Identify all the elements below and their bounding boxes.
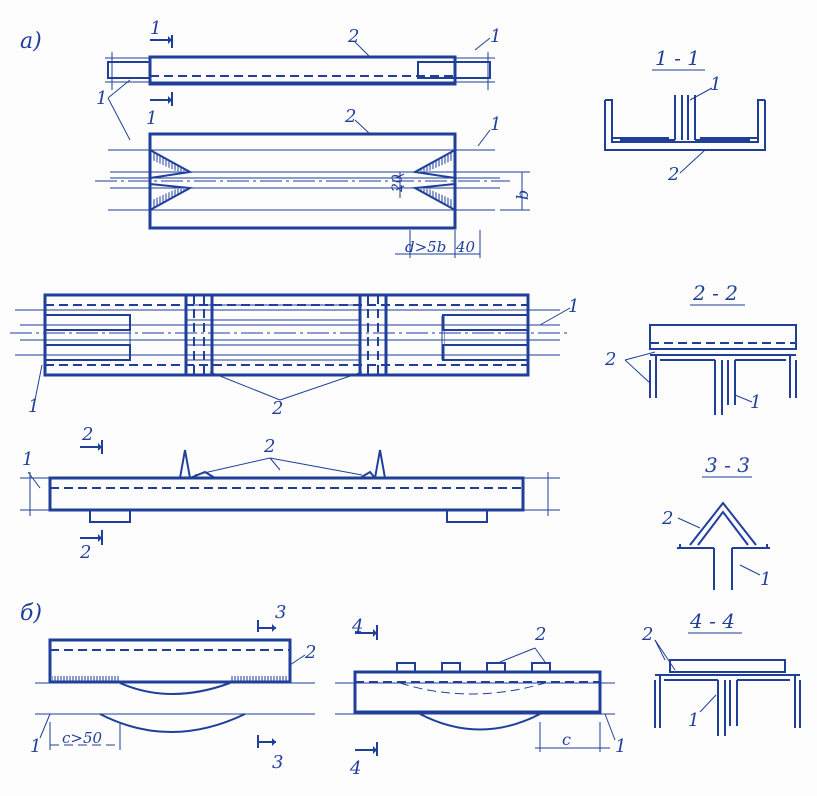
view-a4: 2 1 2 2 xyxy=(20,424,560,563)
section-3-3: 3 - 3 2 1 xyxy=(661,453,771,590)
section-mark-3-bottom: 3 xyxy=(272,752,283,773)
section-1-1: 1 - 1 1 2 xyxy=(604,46,766,185)
callout-2-s22: 2 xyxy=(604,349,616,370)
dim-40: 40 xyxy=(455,238,476,256)
callout-1-a1-left: 1 xyxy=(96,88,107,109)
dim-d-5b: d>5b xyxy=(405,238,446,256)
section-mark-4-top: 4 xyxy=(351,616,363,637)
callout-1-s22: 1 xyxy=(750,392,761,413)
callout-2-s11: 2 xyxy=(667,164,679,185)
view-a1: 1 1 2 1 1 xyxy=(96,18,501,141)
view-b2: 2 4 4 c 1 xyxy=(335,616,626,779)
dim-c: c xyxy=(562,730,571,749)
callout-2-s33: 2 xyxy=(661,508,673,529)
callout-2-s44: 2 xyxy=(641,624,653,645)
label-part-a: a) xyxy=(20,29,42,54)
section-mark-1-top: 1 xyxy=(150,18,161,39)
cover-plate-b2 xyxy=(353,670,602,714)
callout-2-a3: 2 xyxy=(271,398,283,419)
section-1-1-title: 1 - 1 xyxy=(655,46,700,70)
section-4-4-title: 4 - 4 xyxy=(689,609,735,633)
callout-1-a2: 1 xyxy=(490,114,501,135)
view-a3: 1 1 2 xyxy=(10,293,579,419)
callout-2-b2: 2 xyxy=(534,624,546,645)
callout-1-a4: 1 xyxy=(22,449,33,470)
cover-plate-a4 xyxy=(48,476,525,512)
section-mark-1-bottom: 1 xyxy=(146,108,157,129)
callout-2-a4: 2 xyxy=(263,436,275,457)
callout-1-s11: 1 xyxy=(710,74,721,95)
callout-1-a3: 1 xyxy=(568,296,579,317)
callout-1-s44: 1 xyxy=(688,710,699,731)
section-mark-2-top: 2 xyxy=(81,424,93,445)
long-cover-plate xyxy=(43,293,530,377)
callout-2-a2: 2 xyxy=(344,106,356,127)
dim-20: 20 xyxy=(390,174,406,193)
dim-c-50: c>50 xyxy=(62,729,103,747)
section-2-2-title: 2 - 2 xyxy=(692,281,738,305)
dim-b: b xyxy=(513,190,532,200)
callout-1-b1: 1 xyxy=(30,736,41,757)
callout-1-b2: 1 xyxy=(615,736,626,757)
cover-plate xyxy=(148,55,457,86)
callout-2-a1: 2 xyxy=(347,26,359,47)
section-3-3-title: 3 - 3 xyxy=(705,453,750,477)
section-2-2: 2 - 2 2 1 xyxy=(604,281,797,415)
section-mark-2-bottom: 2 xyxy=(79,542,91,563)
callout-1-s33: 1 xyxy=(760,569,771,590)
label-part-b: б) xyxy=(20,601,42,626)
callout-2-b1: 2 xyxy=(304,642,316,663)
section-4-4: 4 - 4 2 1 xyxy=(641,609,801,736)
view-b1: 3 3 2 1 c>50 xyxy=(30,602,316,773)
section-mark-4-bottom: 4 xyxy=(349,758,361,779)
view-a2: 2 1 20 b d>5b 40 xyxy=(95,106,532,258)
cover-plate-b1 xyxy=(48,638,292,684)
callout-1-a1: 1 xyxy=(490,26,501,47)
callout-1-a3-left: 1 xyxy=(28,396,39,417)
section-mark-3-top: 3 xyxy=(275,602,286,623)
